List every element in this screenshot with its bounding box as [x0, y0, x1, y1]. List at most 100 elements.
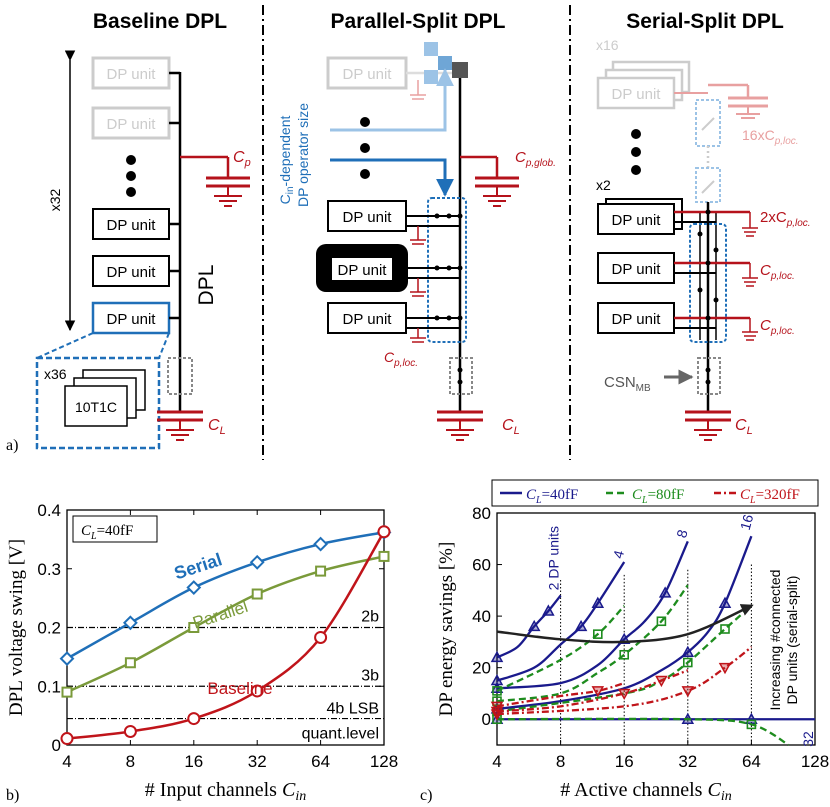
dp-unit: [327, 200, 407, 232]
switch-box: [167, 357, 193, 395]
x-tick-label: 8: [556, 752, 565, 771]
cap-p-label: Cp: [233, 149, 251, 169]
data-point: [378, 550, 390, 562]
serial-section: Serial-Split DPL x16 DP unit 16xCp,loc.: [596, 10, 811, 441]
panel-tag-c: c): [420, 787, 432, 804]
dp-unit-label: DP unit: [107, 116, 157, 133]
trend-annotation: DP units (serial-split): [784, 576, 800, 705]
data-point: [61, 686, 73, 698]
ellipsis-dot: [360, 117, 370, 127]
data-point: [315, 565, 327, 577]
x2-label: x2: [596, 177, 611, 193]
trend-arrow: [496, 604, 754, 644]
panel-tag-b: b): [6, 787, 19, 804]
dp-unit-label: DP unit: [612, 86, 662, 103]
y-axis-label: DPL voltage swing [V]: [6, 539, 27, 716]
dp-unit-faded: [596, 76, 676, 110]
x-axis-label: # Input channels Cin: [145, 779, 306, 804]
unit-label: 32: [800, 731, 816, 747]
y-tick-label: 20: [472, 659, 491, 678]
data-point: [313, 536, 329, 552]
ellipsis-dot: [631, 165, 641, 175]
dp-unit-label: DP unit: [107, 217, 157, 234]
x-tick-label: 4: [62, 752, 71, 771]
legend-label: CL=320fF: [740, 487, 800, 506]
data-point: [377, 525, 391, 539]
ellipsis-dot: [631, 147, 641, 157]
y-tick-label: 60: [472, 556, 491, 575]
threshold-label: 4b LSB: [327, 701, 379, 718]
operator-box: [427, 197, 467, 343]
dp-unit: [92, 208, 170, 240]
data-point: [250, 684, 264, 698]
data-point: [655, 675, 668, 688]
threshold-label: 2b: [361, 609, 379, 626]
ellipsis-dot: [360, 143, 370, 153]
cap-l-label: CL: [735, 417, 753, 437]
panel-tag-a: a): [6, 437, 18, 454]
legend-box: [491, 479, 819, 507]
size-arrow: [330, 158, 454, 197]
x16-label: x16: [596, 37, 619, 53]
cap-loc-label: Cp,loc.: [760, 262, 795, 282]
data-point: [574, 619, 588, 632]
data-point: [746, 719, 757, 730]
data-point: [591, 596, 605, 608]
operator-size-label: DP operator size: [295, 103, 311, 207]
baseline-title: Baseline DPL: [93, 10, 227, 33]
data-point: [591, 686, 605, 698]
operator-size-label: Cin-dependent: [277, 116, 296, 205]
dp-unit-label: DP unit: [612, 311, 662, 328]
cap-loc-label: Cp,loc.: [760, 317, 795, 337]
dp-unit-highlighted: [91, 301, 171, 335]
threshold-label: quant.level: [302, 726, 379, 743]
data-point: [122, 615, 138, 631]
dp-unit-label: DP unit: [107, 264, 157, 281]
data-point: [60, 732, 74, 746]
parallel-title: Parallel-Split DPL: [330, 10, 505, 33]
ellipsis-dot: [126, 187, 136, 197]
y-tick-label: 80: [472, 504, 491, 523]
y-axis-label: DP energy savings [%]: [436, 542, 457, 717]
x-tick-label: 32: [248, 752, 267, 771]
data-point: [527, 619, 541, 632]
series-line: [66, 555, 385, 694]
x-tick-label: 8: [126, 752, 135, 771]
dp-unit: [327, 302, 407, 334]
ellipsis-dot: [631, 129, 641, 139]
ellipsis-dot: [126, 155, 136, 165]
series-line: [66, 531, 385, 660]
dp-unit: [597, 203, 675, 235]
data-point: [123, 724, 137, 738]
y-tick-label: 0.3: [37, 560, 61, 579]
data-point: [718, 596, 732, 608]
unit-label: 16: [737, 512, 757, 531]
ellipsis-dot: [126, 171, 136, 181]
count-label: x32: [47, 189, 63, 212]
data-point: [492, 686, 502, 696]
data-point: [249, 554, 265, 570]
data-point: [681, 645, 695, 657]
data-point: [658, 586, 672, 598]
data-point: [124, 657, 136, 669]
data-point: [251, 588, 263, 600]
dp-unit-label: DP unit: [343, 311, 393, 328]
y-tick-label: 0.1: [37, 677, 61, 696]
data-point: [681, 686, 695, 698]
cap-glob-label: Cp,glob.: [515, 149, 556, 169]
data-point: [682, 657, 693, 668]
x-tick-label: 64: [742, 752, 761, 771]
series-line: [496, 605, 626, 692]
cl-label-box: [72, 515, 158, 543]
size-arrow-light: [330, 68, 454, 132]
x-tick-label: 16: [184, 752, 203, 771]
dp-unit-label: DP unit: [343, 66, 393, 83]
unit-label: 2 DP units: [546, 526, 562, 590]
data-point: [656, 616, 667, 627]
data-point: [314, 630, 328, 644]
cl-label: CL=40fF: [81, 523, 133, 542]
data-point: [490, 650, 504, 663]
